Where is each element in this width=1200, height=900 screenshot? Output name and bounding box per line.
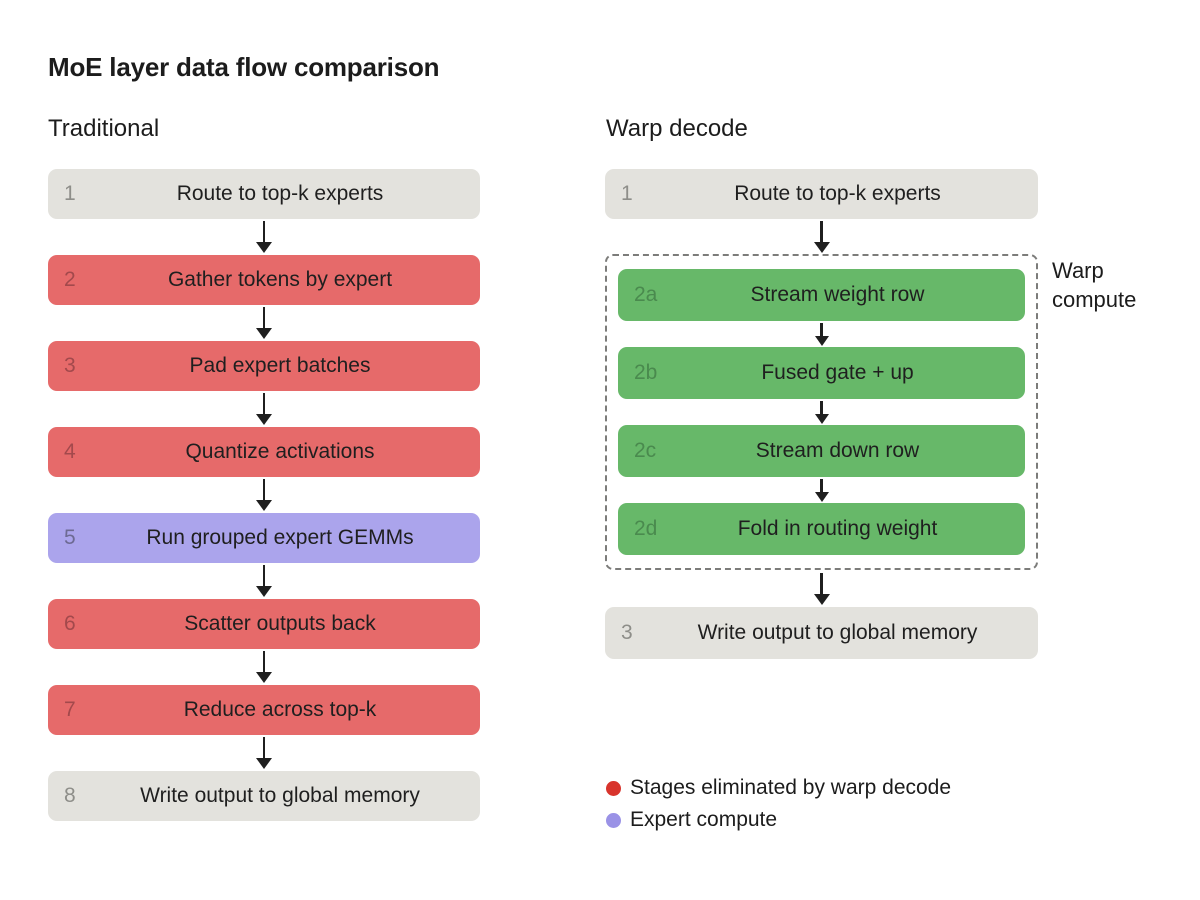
step-number: 7 bbox=[64, 698, 76, 721]
step-label: Stream down row bbox=[755, 439, 920, 462]
step-label: Gather tokens by expert bbox=[167, 268, 393, 291]
down-arrow-icon bbox=[48, 219, 480, 255]
step-label: Stream weight row bbox=[750, 283, 925, 306]
legend: Stages eliminated by warp decode Expert … bbox=[606, 772, 951, 836]
down-arrow-icon bbox=[618, 477, 1025, 503]
down-arrow-icon bbox=[48, 477, 480, 513]
down-arrow-icon bbox=[48, 563, 480, 599]
legend-label: Expert compute bbox=[630, 808, 778, 831]
legend-item-expert-compute: Expert compute bbox=[606, 804, 951, 836]
step-label: Route to top-k experts bbox=[734, 182, 941, 205]
down-arrow-icon bbox=[48, 649, 480, 685]
step-number: 2b bbox=[634, 361, 658, 384]
step-label: Run grouped expert GEMMs bbox=[146, 526, 414, 549]
step-number: 2c bbox=[634, 439, 657, 462]
step-number: 3 bbox=[64, 354, 76, 377]
step-number: 3 bbox=[621, 621, 633, 644]
step-number: 1 bbox=[621, 182, 633, 205]
down-arrow-icon bbox=[48, 391, 480, 427]
warp-decode-column-header: Warp decode bbox=[606, 115, 748, 142]
step-label: Fused gate + up bbox=[761, 361, 914, 384]
down-arrow-icon bbox=[605, 219, 1038, 254]
down-arrow-icon bbox=[618, 399, 1025, 425]
step-number: 5 bbox=[64, 526, 76, 549]
warp-decode-flow: 1 Route to top-k experts 2a Stream weigh… bbox=[605, 169, 1038, 659]
step-box-8: 8 Write output to global memory bbox=[48, 771, 480, 821]
step-number: 2d bbox=[634, 517, 658, 540]
step-number: 2 bbox=[64, 268, 76, 291]
step-label: Pad expert batches bbox=[189, 354, 371, 377]
step-label: Fold in routing weight bbox=[737, 517, 938, 540]
down-arrow-icon bbox=[48, 735, 480, 771]
down-arrow-icon bbox=[618, 321, 1025, 347]
step-label: Reduce across top-k bbox=[183, 698, 377, 721]
warp-step-box-2d: 2d Fold in routing weight bbox=[618, 503, 1025, 555]
page-title: MoE layer data flow comparison bbox=[48, 52, 440, 82]
warp-step-box-3: 3 Write output to global memory bbox=[605, 607, 1038, 659]
step-number: 4 bbox=[64, 440, 76, 463]
step-number: 6 bbox=[64, 612, 76, 635]
legend-item-eliminated: Stages eliminated by warp decode bbox=[606, 772, 951, 804]
legend-dot-red-icon bbox=[606, 780, 621, 796]
step-box-2: 2 Gather tokens by expert bbox=[48, 255, 480, 305]
step-label: Route to top-k experts bbox=[176, 182, 384, 205]
warp-step-box-1: 1 Route to top-k experts bbox=[605, 169, 1038, 219]
step-box-1: 1 Route to top-k experts bbox=[48, 169, 480, 219]
step-number: 1 bbox=[64, 182, 76, 205]
legend-dot-purple-icon bbox=[606, 812, 621, 828]
warp-step-box-2b: 2b Fused gate + up bbox=[618, 347, 1025, 399]
step-box-7: 7 Reduce across top-k bbox=[48, 685, 480, 735]
step-box-3: 3 Pad expert batches bbox=[48, 341, 480, 391]
warp-compute-group: 2a Stream weight row 2b Fused gate + up … bbox=[605, 254, 1038, 570]
step-label: Scatter outputs back bbox=[184, 612, 376, 635]
traditional-flow: 1 Route to top-k experts 2 Gather tokens… bbox=[48, 169, 480, 821]
down-arrow-icon bbox=[48, 305, 480, 341]
step-box-4: 4 Quantize activations bbox=[48, 427, 480, 477]
warp-step-box-2a: 2a Stream weight row bbox=[618, 269, 1025, 321]
legend-label: Stages eliminated by warp decode bbox=[630, 776, 952, 799]
step-box-5: 5 Run grouped expert GEMMs bbox=[48, 513, 480, 563]
warp-compute-group-label: Warp compute bbox=[1052, 258, 1137, 312]
step-number: 2a bbox=[634, 283, 658, 306]
step-number: 8 bbox=[64, 784, 76, 807]
step-box-6: 6 Scatter outputs back bbox=[48, 599, 480, 649]
warp-step-box-2c: 2c Stream down row bbox=[618, 425, 1025, 477]
step-label: Quantize activations bbox=[185, 440, 375, 463]
step-label: Write output to global memory bbox=[140, 784, 420, 807]
step-label: Write output to global memory bbox=[697, 621, 978, 644]
down-arrow-icon bbox=[605, 570, 1038, 607]
traditional-column-header: Traditional bbox=[48, 115, 160, 142]
